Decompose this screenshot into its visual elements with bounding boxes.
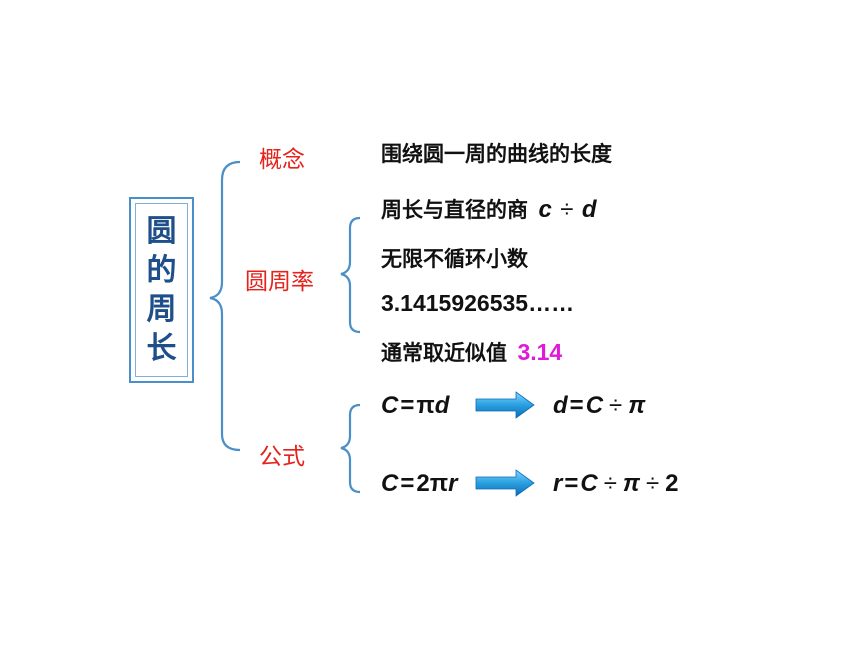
pi-approx-value: 3.14: [517, 339, 563, 365]
var-r: r: [553, 470, 563, 497]
pi-line-1-d: d: [581, 196, 597, 223]
pi-line-4-text: 通常取近似值: [381, 341, 507, 365]
arrow-right-icon: [475, 391, 535, 419]
eq: =: [569, 392, 584, 419]
eq: =: [400, 392, 415, 419]
formula-1-right: d=C÷π: [553, 392, 645, 420]
title-char: 周: [146, 292, 177, 327]
num-two: 2: [665, 470, 679, 497]
var-r: r: [448, 470, 458, 497]
pi-line-1-text: 周长与直径的商: [381, 198, 528, 222]
eq: =: [400, 470, 415, 497]
arrow-right-icon: [475, 469, 535, 497]
var-d: d: [553, 392, 568, 419]
pi-line-2: 无限不循环小数: [381, 247, 528, 271]
div-sign: ÷: [645, 470, 660, 497]
title-inner: 圆 的 周 长: [135, 203, 188, 377]
pi-symbol: π: [416, 392, 435, 419]
pi-symbol: π: [628, 392, 646, 419]
var-c: C: [381, 470, 399, 497]
pi-line-4: 通常取近似值 3.14: [381, 337, 562, 367]
var-c: C: [580, 470, 598, 497]
formula-2-left: C=2πr: [381, 470, 457, 498]
formula-brace: [340, 403, 361, 494]
pi-symbol: π: [622, 470, 640, 497]
title-char: 的: [146, 253, 177, 288]
pi-line-1-c: c: [538, 196, 552, 223]
div-sign: ÷: [609, 392, 623, 419]
formula-2-right: r=C÷π÷2: [553, 470, 679, 498]
formula-label: 公式: [259, 444, 305, 470]
main-brace: [209, 160, 241, 452]
eq: =: [564, 470, 579, 497]
div-sign: ÷: [603, 470, 617, 497]
var-d: d: [434, 392, 450, 419]
var-c: C: [585, 392, 604, 419]
pi-line-1-div: ÷: [560, 196, 574, 223]
pi-brace: [340, 216, 361, 334]
var-c: C: [381, 392, 399, 419]
title-char: 圆: [146, 214, 177, 249]
num-two: 2: [416, 470, 430, 497]
title-char: 长: [146, 331, 177, 366]
pi-line-3: 3.1415926535……: [381, 290, 575, 316]
pi-label: 圆周率: [245, 269, 314, 295]
pi-line-1: 周长与直径的商 c ÷ d: [381, 194, 597, 224]
formula-1-left: C=πd: [381, 392, 449, 420]
pi-symbol: π: [429, 470, 449, 497]
concept-text: 围绕圆一周的曲线的长度: [381, 142, 612, 166]
title-box: 圆 的 周 长: [129, 197, 194, 383]
concept-label: 概念: [259, 147, 305, 173]
